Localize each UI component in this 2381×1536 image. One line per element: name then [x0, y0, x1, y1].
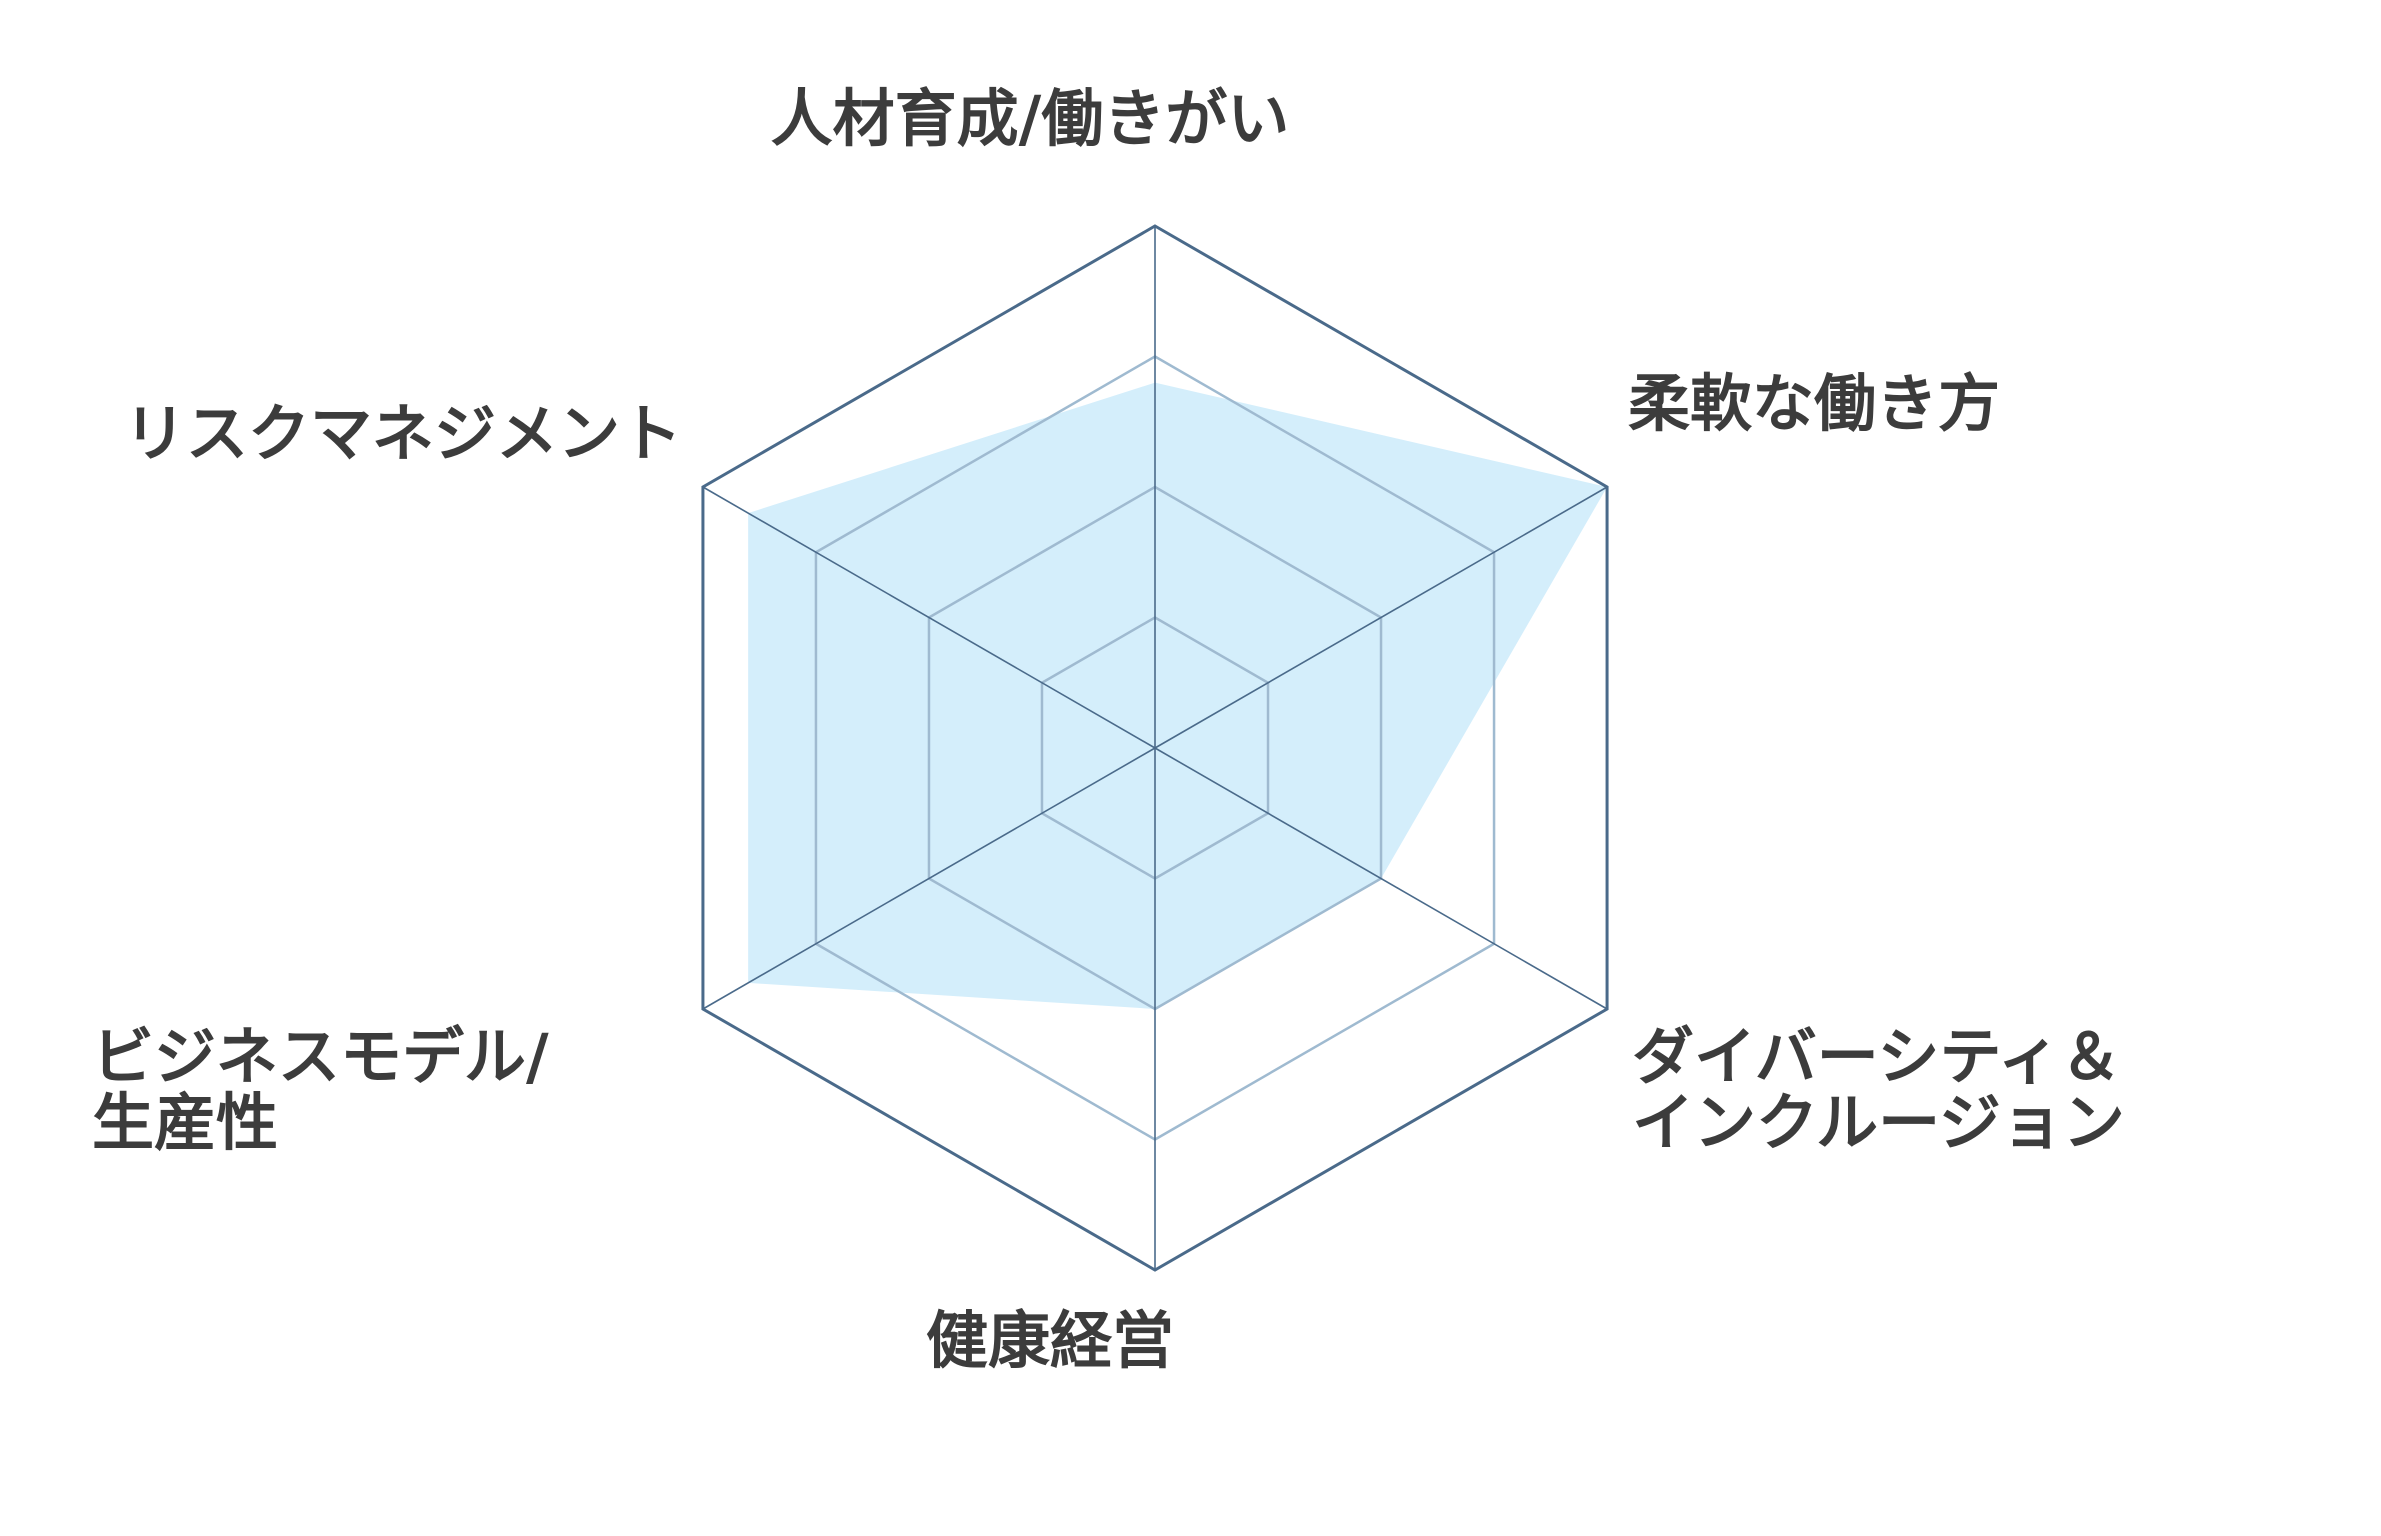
axis-spoke-2 — [1154, 747, 1608, 1010]
axis-label-juunan: 柔軟な働き方 — [1628, 367, 2000, 440]
data-area — [748, 382, 1608, 1010]
axis-spoke-5 — [702, 486, 1156, 749]
axis-label-business: ビジネスモデル/ 生産性 — [92, 1020, 570, 1159]
axis-spokes — [702, 226, 1608, 1270]
axis-label-risk: リスクマネジメント — [124, 397, 682, 470]
axis-spoke-1 — [1154, 486, 1608, 749]
axis-spoke-4 — [702, 747, 1156, 1010]
axis-label-diversity: ダイバーシティ＆ インクルージョン — [1632, 1020, 2143, 1159]
axis-label-jinzai: 人材育成/働きがい — [771, 82, 1290, 155]
axis-label-kenkou: 健康経営 — [926, 1304, 1174, 1377]
